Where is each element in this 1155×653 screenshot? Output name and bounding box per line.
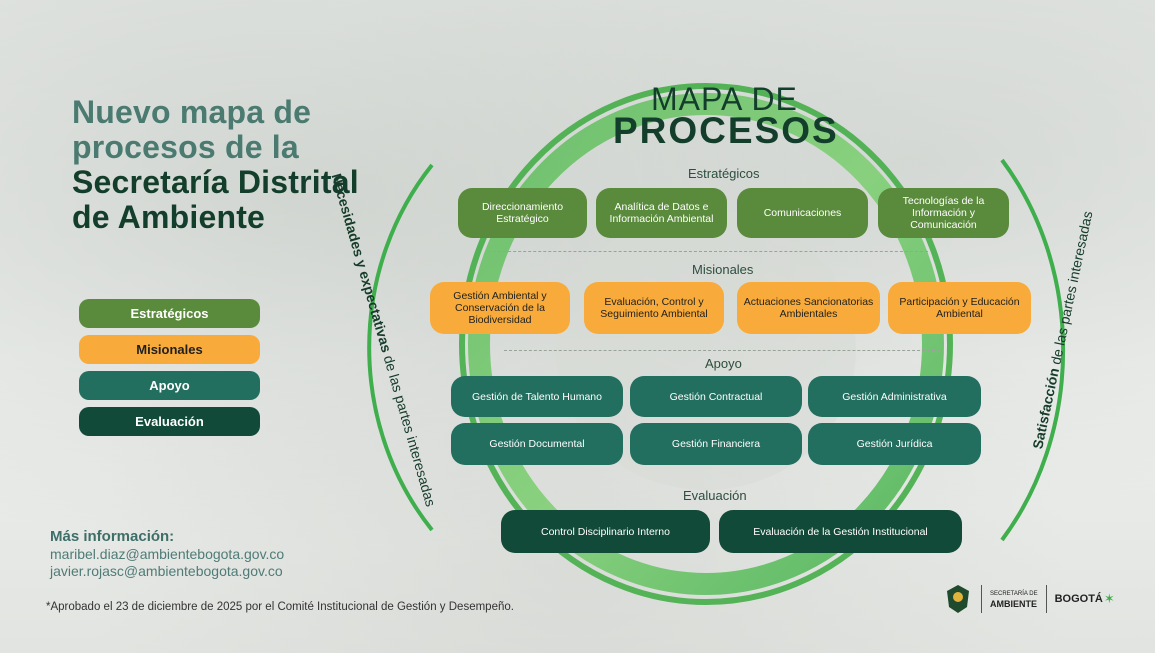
legend-apoyo: Apoyo: [79, 371, 260, 400]
legend-estrategicos: Estratégicos: [79, 299, 260, 328]
legend-misionales: Misionales: [79, 335, 260, 364]
bogota-logo: BOGOTÁ: [1054, 593, 1103, 605]
process-gestion-ambiental[interactable]: Gestión Ambiental y Conservación de la B…: [430, 282, 570, 334]
contact-email-1[interactable]: maribel.diaz@ambientebogota.gov.co: [50, 546, 285, 562]
divider-2: [504, 350, 940, 351]
institutional-logos: SECRETARÍA DE AMBIENTE BOGOTÁ ✶: [943, 583, 1115, 615]
section-label-misionales: Misionales: [692, 262, 754, 277]
approval-footnote: *Aprobado el 23 de diciembre de 2025 por…: [46, 601, 514, 613]
process-talento-humano[interactable]: Gestión de Talento Humano: [451, 376, 623, 417]
legend-evaluacion: Evaluación: [79, 407, 260, 436]
logo-divider: [981, 585, 982, 613]
inner-ring: [468, 93, 944, 595]
process-analitica[interactable]: Analítica de Datos e Información Ambient…: [596, 188, 727, 238]
section-label-estrategicos: Estratégicos: [688, 166, 760, 181]
process-participacion[interactable]: Participación y Educación Ambiental: [888, 282, 1031, 334]
process-tecnologias[interactable]: Tecnologías de la Información y Comunica…: [878, 188, 1009, 238]
process-evaluacion-gestion[interactable]: Evaluación de la Gestión Institucional: [719, 510, 962, 553]
headline: Nuevo mapa de procesos de la Secretaría …: [72, 94, 359, 235]
divider-1: [488, 251, 928, 252]
section-label-apoyo: Apoyo: [705, 356, 742, 371]
map-title-line2: PROCESOS: [613, 110, 839, 151]
process-direccionamiento[interactable]: Direccionamiento Estratégico: [458, 188, 587, 238]
process-administrativa[interactable]: Gestión Administrativa: [808, 376, 981, 417]
process-contractual[interactable]: Gestión Contractual: [630, 376, 802, 417]
process-documental[interactable]: Gestión Documental: [451, 423, 623, 465]
process-juridica[interactable]: Gestión Jurídica: [808, 423, 981, 465]
process-financiera[interactable]: Gestión Financiera: [630, 423, 802, 465]
star-icon: ✶: [1103, 591, 1115, 606]
process-control-disciplinario[interactable]: Control Disciplinario Interno: [501, 510, 710, 553]
coat-of-arms-icon: [947, 585, 969, 613]
contact-title: Más información:: [50, 528, 175, 545]
outer-ring: [459, 83, 953, 605]
process-comunicaciones[interactable]: Comunicaciones: [737, 188, 868, 238]
map-title-line1: MAPA DE: [651, 81, 798, 117]
contact-email-2[interactable]: javier.rojasc@ambientebogota.gov.co: [50, 563, 283, 579]
secretaria-logo: SECRETARÍA DE AMBIENTE: [990, 591, 1038, 609]
process-actuaciones[interactable]: Actuaciones Sancionatorias Ambientales: [737, 282, 880, 334]
right-arc: [1000, 158, 1066, 542]
section-label-evaluacion: Evaluación: [683, 488, 747, 503]
logo-divider-2: [1045, 585, 1047, 613]
left-arc: [367, 163, 434, 532]
process-evaluacion-control[interactable]: Evaluación, Control y Seguimiento Ambien…: [584, 282, 724, 334]
